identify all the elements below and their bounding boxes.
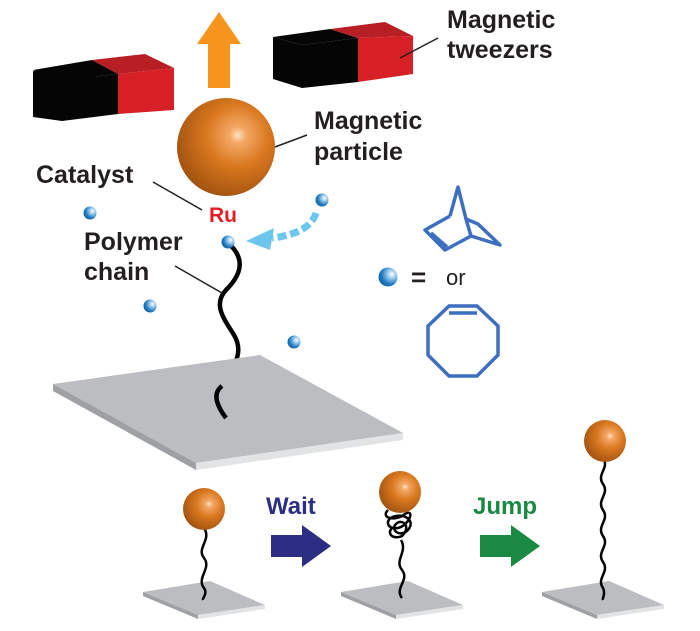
step-3-extended xyxy=(542,420,664,619)
magnet-right-black-top xyxy=(273,29,358,45)
leader-line-tweezers xyxy=(399,37,439,59)
polymer-chain-short xyxy=(398,539,406,599)
cyclooctene-structure xyxy=(426,304,500,378)
monomer-dot xyxy=(315,193,329,207)
insertion-arrow-shaft xyxy=(271,211,320,242)
label-ru: Ru xyxy=(209,204,237,227)
insertion-arrow-head xyxy=(246,228,274,250)
magnet-left-red-face xyxy=(118,68,174,114)
magnetic-particle-small xyxy=(379,471,421,513)
monomer-legend-dot xyxy=(378,267,398,287)
surface-small-side-left xyxy=(341,592,396,619)
magnet-left-red-top xyxy=(92,54,174,74)
monomer-on-chain xyxy=(221,235,235,249)
label-equals: = xyxy=(411,262,426,292)
surface-small-side-front xyxy=(597,605,664,619)
wait-arrow xyxy=(271,525,331,567)
monomer-dot xyxy=(143,299,157,313)
label-jump: Jump xyxy=(473,493,537,520)
label-magnetic-tweezers-line1: Magnetic xyxy=(447,6,555,34)
leader-line-particle xyxy=(274,134,308,148)
magnetic-particle-small xyxy=(584,420,626,462)
label-wait: Wait xyxy=(266,493,316,520)
monomer-dot xyxy=(83,206,97,220)
surface-small-side-front xyxy=(198,605,265,619)
magnet-left xyxy=(33,54,174,121)
leader-line-polymer xyxy=(174,265,223,294)
polymer-chain-short xyxy=(200,527,208,601)
surface-small-side-left xyxy=(542,592,597,619)
polymer-coil xyxy=(384,509,412,539)
step-1-initial xyxy=(143,488,265,619)
magnet-right-black-front xyxy=(302,38,358,88)
label-polymer-chain-line1: Polymer xyxy=(84,228,183,256)
magnet-right-red-top xyxy=(330,22,413,38)
leader-line-catalyst xyxy=(152,181,203,211)
surface-main-top xyxy=(53,355,403,463)
magnet-right xyxy=(273,22,413,88)
monomer-dot xyxy=(287,335,301,349)
magnetic-particle-main xyxy=(177,98,275,196)
label-or: or xyxy=(446,265,466,290)
insertion-arrow xyxy=(246,211,320,250)
surface-main-side-left xyxy=(53,384,196,470)
magnet-right-black-side xyxy=(273,37,302,88)
surface-small-side-left xyxy=(143,592,198,619)
label-polymer-chain-line2: chain xyxy=(84,258,149,286)
force-arrow-up xyxy=(197,12,241,88)
label-magnetic-particle-line1: Magnetic xyxy=(314,107,422,135)
magnetic-particle-small xyxy=(183,488,225,530)
magnet-left-black-front xyxy=(62,74,118,121)
polymer-chain-base xyxy=(214,384,228,420)
label-magnetic-tweezers-line2: tweezers xyxy=(447,36,553,64)
surface-main-side-front xyxy=(196,433,403,470)
jump-arrow xyxy=(480,525,540,567)
polymer-chain-long xyxy=(599,457,607,601)
norbornene-structure xyxy=(423,185,502,252)
magnet-right-red-face xyxy=(358,36,413,82)
surface-small-side-front xyxy=(396,605,463,619)
step-2-coiled xyxy=(341,471,463,619)
magnet-left-black-top xyxy=(33,60,118,80)
label-magnetic-particle-line2: particle xyxy=(314,138,403,166)
magnet-left-black-side xyxy=(33,71,62,121)
label-catalyst: Catalyst xyxy=(36,161,134,189)
surface-main xyxy=(53,355,403,470)
